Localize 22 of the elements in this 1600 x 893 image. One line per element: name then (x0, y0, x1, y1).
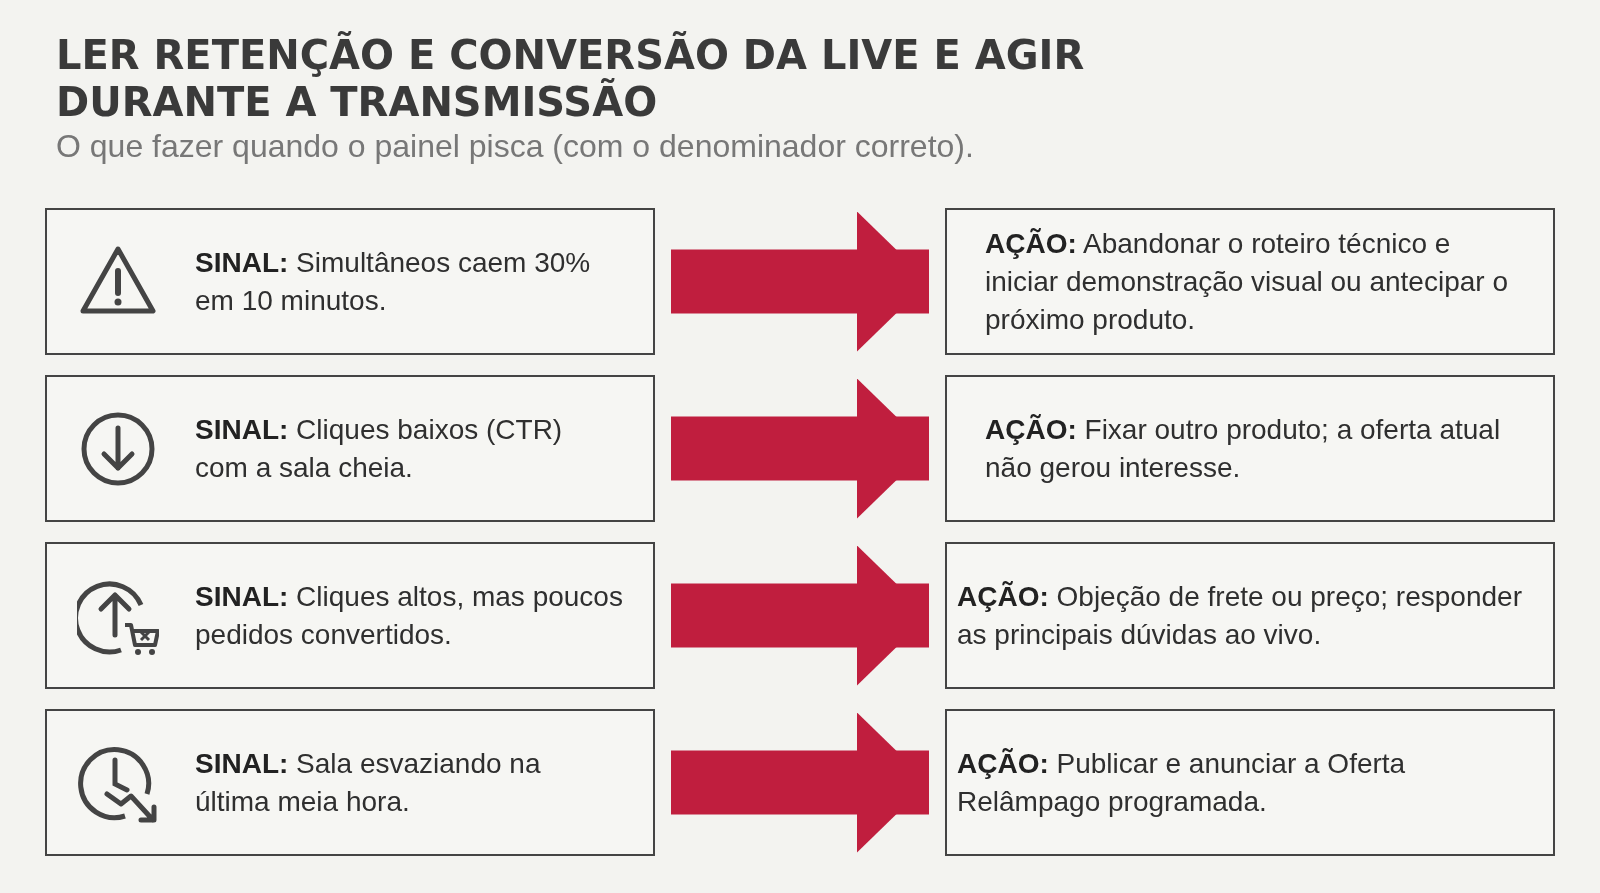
signal-text: SINAL: Sala esvaziando na última meia hora. (195, 746, 542, 819)
subtitle: O que fazer quando o painel pisca (com o denominador correto). (56, 128, 974, 165)
action-box (945, 375, 1555, 522)
action-box (945, 208, 1555, 355)
signal-box (45, 375, 655, 522)
signal-box (45, 208, 655, 355)
signal-text: SINAL: Simultâneos caem 30% em 10 minutos. (195, 245, 592, 318)
signal-box (45, 542, 655, 689)
signal-text: SINAL: Cliques altos, mas poucos pedidos convertidos. (195, 579, 624, 652)
action-box (945, 542, 1555, 689)
action-box (945, 709, 1555, 856)
action-text: AÇÃO: Objeção de frete ou preço; responder as principais dúvidas ao vivo. (957, 579, 1523, 652)
block-arrow (671, 378, 929, 519)
action-text: AÇÃO: Fixar outro produto; a oferta atual não gerou interesse. (985, 412, 1502, 485)
action-text: AÇÃO: Abandonar o roteiro técnico e iniciar demonstração visual ou antecipar o próximo produto. (985, 226, 1509, 337)
signal-text: SINAL: Cliques baixos (CTR) com a sala cheia. (195, 412, 564, 485)
title: LER RETENÇÃO E CONVERSÃO DA LIVE E AGIR DURANTE A TRANSMISSÃO (56, 32, 1086, 126)
block-arrow (671, 211, 929, 352)
block-arrow (671, 712, 929, 853)
signal-box (45, 709, 655, 856)
block-arrow (671, 545, 929, 686)
action-text: AÇÃO: Publicar e anunciar a Oferta Relâmpago programada. (957, 746, 1407, 819)
